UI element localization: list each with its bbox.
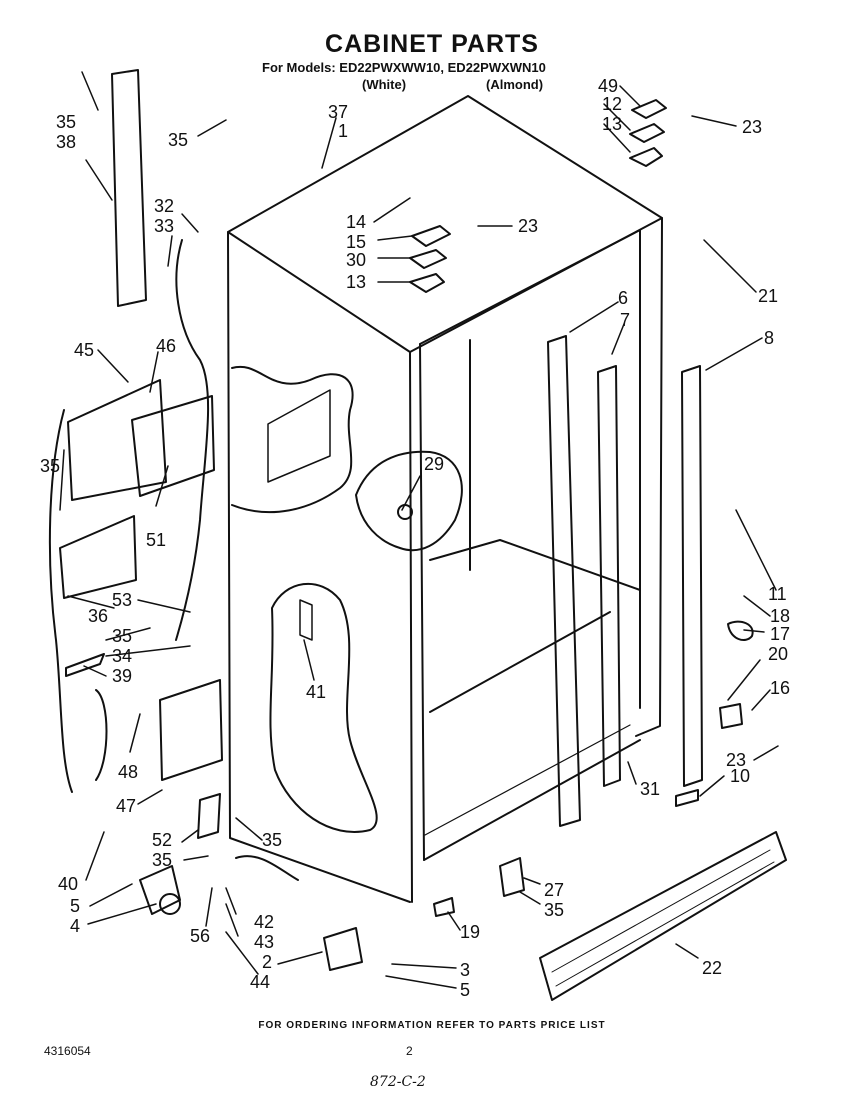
callout-3: 3 — [460, 960, 470, 980]
callout-40: 40 — [58, 874, 78, 894]
callout-41: 41 — [306, 682, 326, 702]
callout-39: 39 — [112, 666, 132, 686]
callout-49: 49 — [598, 76, 618, 96]
callout-18: 18 — [770, 606, 790, 626]
callout-30: 30 — [346, 250, 366, 270]
white-label: (White) — [362, 77, 407, 92]
callout-31: 31 — [640, 779, 660, 799]
document-number: 4316054 — [44, 1044, 91, 1058]
almond-label: (Almond) — [486, 77, 544, 92]
callout-14: 14 — [346, 212, 366, 232]
cutaway-lower — [269, 582, 378, 833]
page-number: 2 — [406, 1044, 413, 1058]
callout-8: 8 — [764, 328, 774, 348]
callout-35: 35 — [262, 830, 282, 850]
callout-7: 7 — [620, 310, 630, 330]
callout-27: 27 — [544, 880, 564, 900]
models-line: For Models: ED22PWXWW10, ED22PWXWN10 — [262, 60, 546, 75]
callout-11: 11 — [768, 584, 787, 604]
callout-23: 23 — [518, 216, 538, 236]
callout-numbers: 35 38 35 37 1 32 33 14 15 30 13 23 49 12… — [40, 76, 790, 1000]
callout-17: 17 — [770, 624, 790, 644]
callout-35: 35 — [152, 850, 172, 870]
cutaway-middle — [355, 450, 463, 552]
top-hinge-parts — [409, 99, 667, 293]
cabinet-shell — [227, 95, 663, 903]
callout-35: 35 — [112, 626, 132, 646]
callout-19: 19 — [460, 922, 480, 942]
base-grille — [539, 831, 787, 1001]
callout-44: 44 — [250, 972, 270, 992]
callout-20: 20 — [768, 644, 788, 664]
callout-53: 53 — [112, 590, 132, 610]
callout-10: 10 — [730, 766, 750, 786]
callout-12: 12 — [602, 94, 622, 114]
callout-51: 51 — [146, 530, 166, 550]
callout-33: 33 — [154, 216, 174, 236]
callout-37: 37 — [328, 102, 348, 122]
callout-13: 13 — [346, 272, 366, 292]
breaker-rails — [111, 69, 703, 827]
handwritten-code: 872-C-2 — [370, 1074, 426, 1090]
callout-2: 2 — [262, 952, 272, 972]
callout-1: 1 — [338, 121, 348, 141]
callout-35: 35 — [56, 112, 76, 132]
callout-13: 13 — [602, 114, 622, 134]
callout-32: 32 — [154, 196, 174, 216]
bottom-small-parts — [433, 620, 754, 917]
callout-38: 38 — [56, 132, 76, 152]
callout-34: 34 — [112, 646, 132, 666]
callout-36: 36 — [88, 606, 108, 626]
callout-42: 42 — [254, 912, 274, 932]
callout-35: 35 — [168, 130, 188, 150]
callout-29: 29 — [424, 454, 444, 474]
callout-47: 47 — [116, 796, 136, 816]
callout-5: 5 — [460, 980, 470, 1000]
callout-4: 4 — [70, 916, 80, 936]
ordering-note: FOR ORDERING INFORMATION REFER TO PARTS … — [258, 1020, 606, 1031]
callout-22: 22 — [702, 958, 722, 978]
callout-35: 35 — [544, 900, 564, 920]
callout-15: 15 — [346, 232, 366, 252]
leader-lines — [59, 71, 779, 989]
callout-52: 52 — [152, 830, 172, 850]
callout-48: 48 — [118, 762, 138, 782]
callout-21: 21 — [758, 286, 778, 306]
page-title: CABINET PARTS — [325, 30, 539, 58]
callout-5: 5 — [70, 896, 80, 916]
callout-35: 35 — [40, 456, 60, 476]
callout-23: 23 — [742, 117, 762, 137]
wiring-and-components — [48, 239, 363, 971]
callout-16: 16 — [770, 678, 790, 698]
callout-46: 46 — [156, 336, 176, 356]
callout-6: 6 — [618, 288, 628, 308]
cutaway-upper — [231, 365, 354, 514]
callout-45: 45 — [74, 340, 94, 360]
callout-56: 56 — [190, 926, 210, 946]
callout-43: 43 — [254, 932, 274, 952]
callout-23: 23 — [726, 750, 746, 770]
